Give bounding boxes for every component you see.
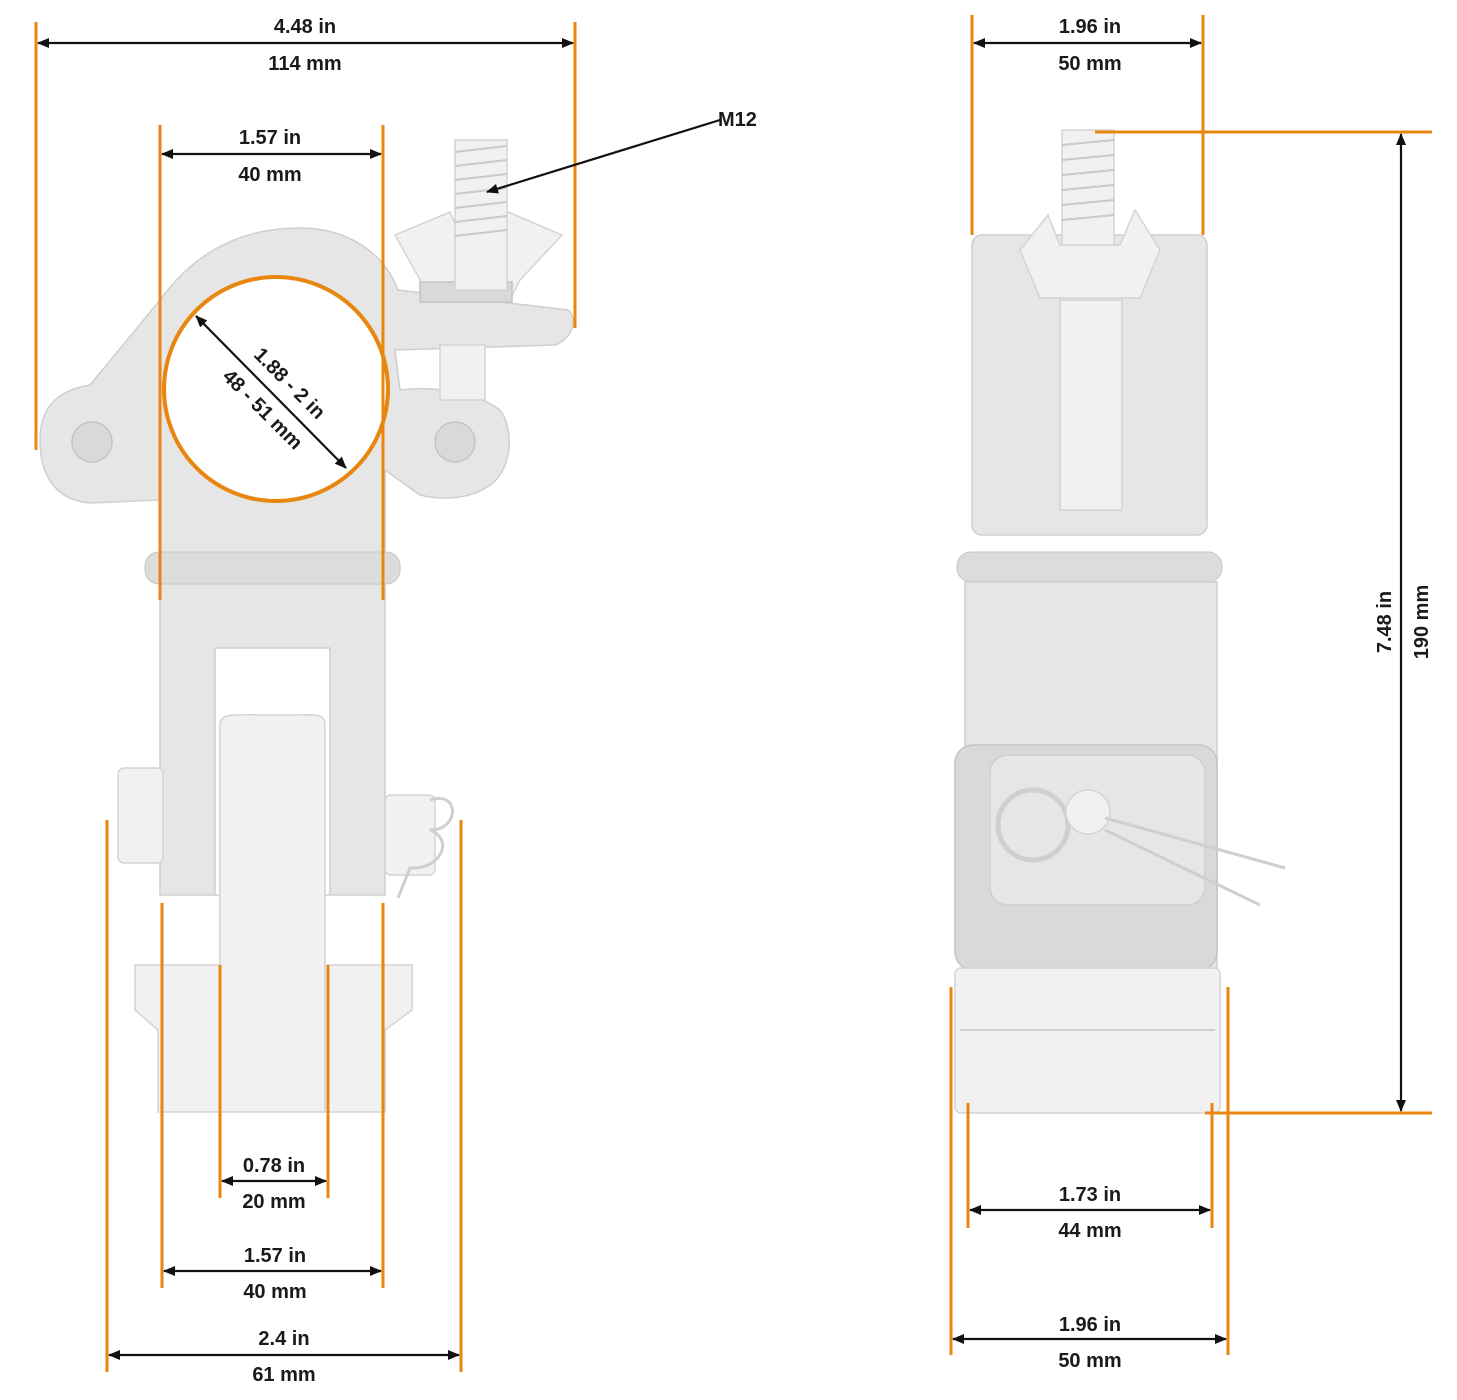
side-top-width-in: 1.96 in [1059, 16, 1121, 38]
side-wing-nut [1019, 208, 1161, 299]
side-weld-seam [956, 551, 1223, 583]
side-slot [1059, 299, 1123, 511]
pin-clip [396, 796, 454, 899]
bolt-thread-lines [454, 145, 508, 237]
side-base-width-mm: 44 mm [1058, 1220, 1121, 1242]
side-view-clamp [954, 129, 1286, 1114]
tube-circle [162, 275, 390, 503]
overall-width-mm: 114 mm [268, 53, 341, 75]
side-base-collar [954, 967, 1221, 1114]
side-height-mm: 190 mm [1411, 585, 1433, 660]
body-width-in: 1.57 in [244, 1245, 306, 1267]
overall-width-in: 4.48 in [274, 16, 336, 38]
side-bottom-width-in: 1.96 in [1059, 1314, 1121, 1336]
jaw-width-in: 1.57 in [239, 127, 301, 149]
bolt-label: M12 [718, 109, 757, 131]
spigot [219, 713, 326, 1113]
weld-seam [144, 551, 401, 585]
front-view-clamp [39, 139, 574, 1113]
side-pin-ball [1065, 789, 1111, 835]
side-base-width-in: 1.73 in [1059, 1184, 1121, 1206]
pivot-hole-left [71, 421, 113, 463]
spigot-width-in: 0.78 in [243, 1155, 305, 1177]
pin-right [384, 794, 436, 876]
side-height-in: 7.48 in [1374, 591, 1396, 653]
bolt-shank [439, 344, 486, 401]
bolt-thread [454, 139, 508, 291]
side-top-width-mm: 50 mm [1058, 53, 1121, 75]
body-width-mm: 40 mm [243, 1281, 306, 1303]
dimension-arrows [37, 38, 1406, 1360]
pin-left [117, 767, 164, 864]
clamp-body [159, 583, 386, 896]
side-bolt-thread-lines [1061, 139, 1115, 221]
extension-lines [34, 15, 1432, 1372]
pivot-hole-right [434, 421, 476, 463]
pin-width-in: 2.4 in [258, 1328, 309, 1350]
jaw-width-mm: 40 mm [238, 164, 301, 186]
side-bottom-width-mm: 50 mm [1058, 1350, 1121, 1372]
pin-width-mm: 61 mm [252, 1364, 315, 1386]
dimension-labels: 4.48 in 114 mm 1.57 in 40 mm 1.88 - 2 in… [218, 16, 1433, 1386]
spigot-width-mm: 20 mm [242, 1191, 305, 1213]
side-pin-ring [995, 787, 1071, 863]
side-pin-wire [1104, 816, 1286, 907]
